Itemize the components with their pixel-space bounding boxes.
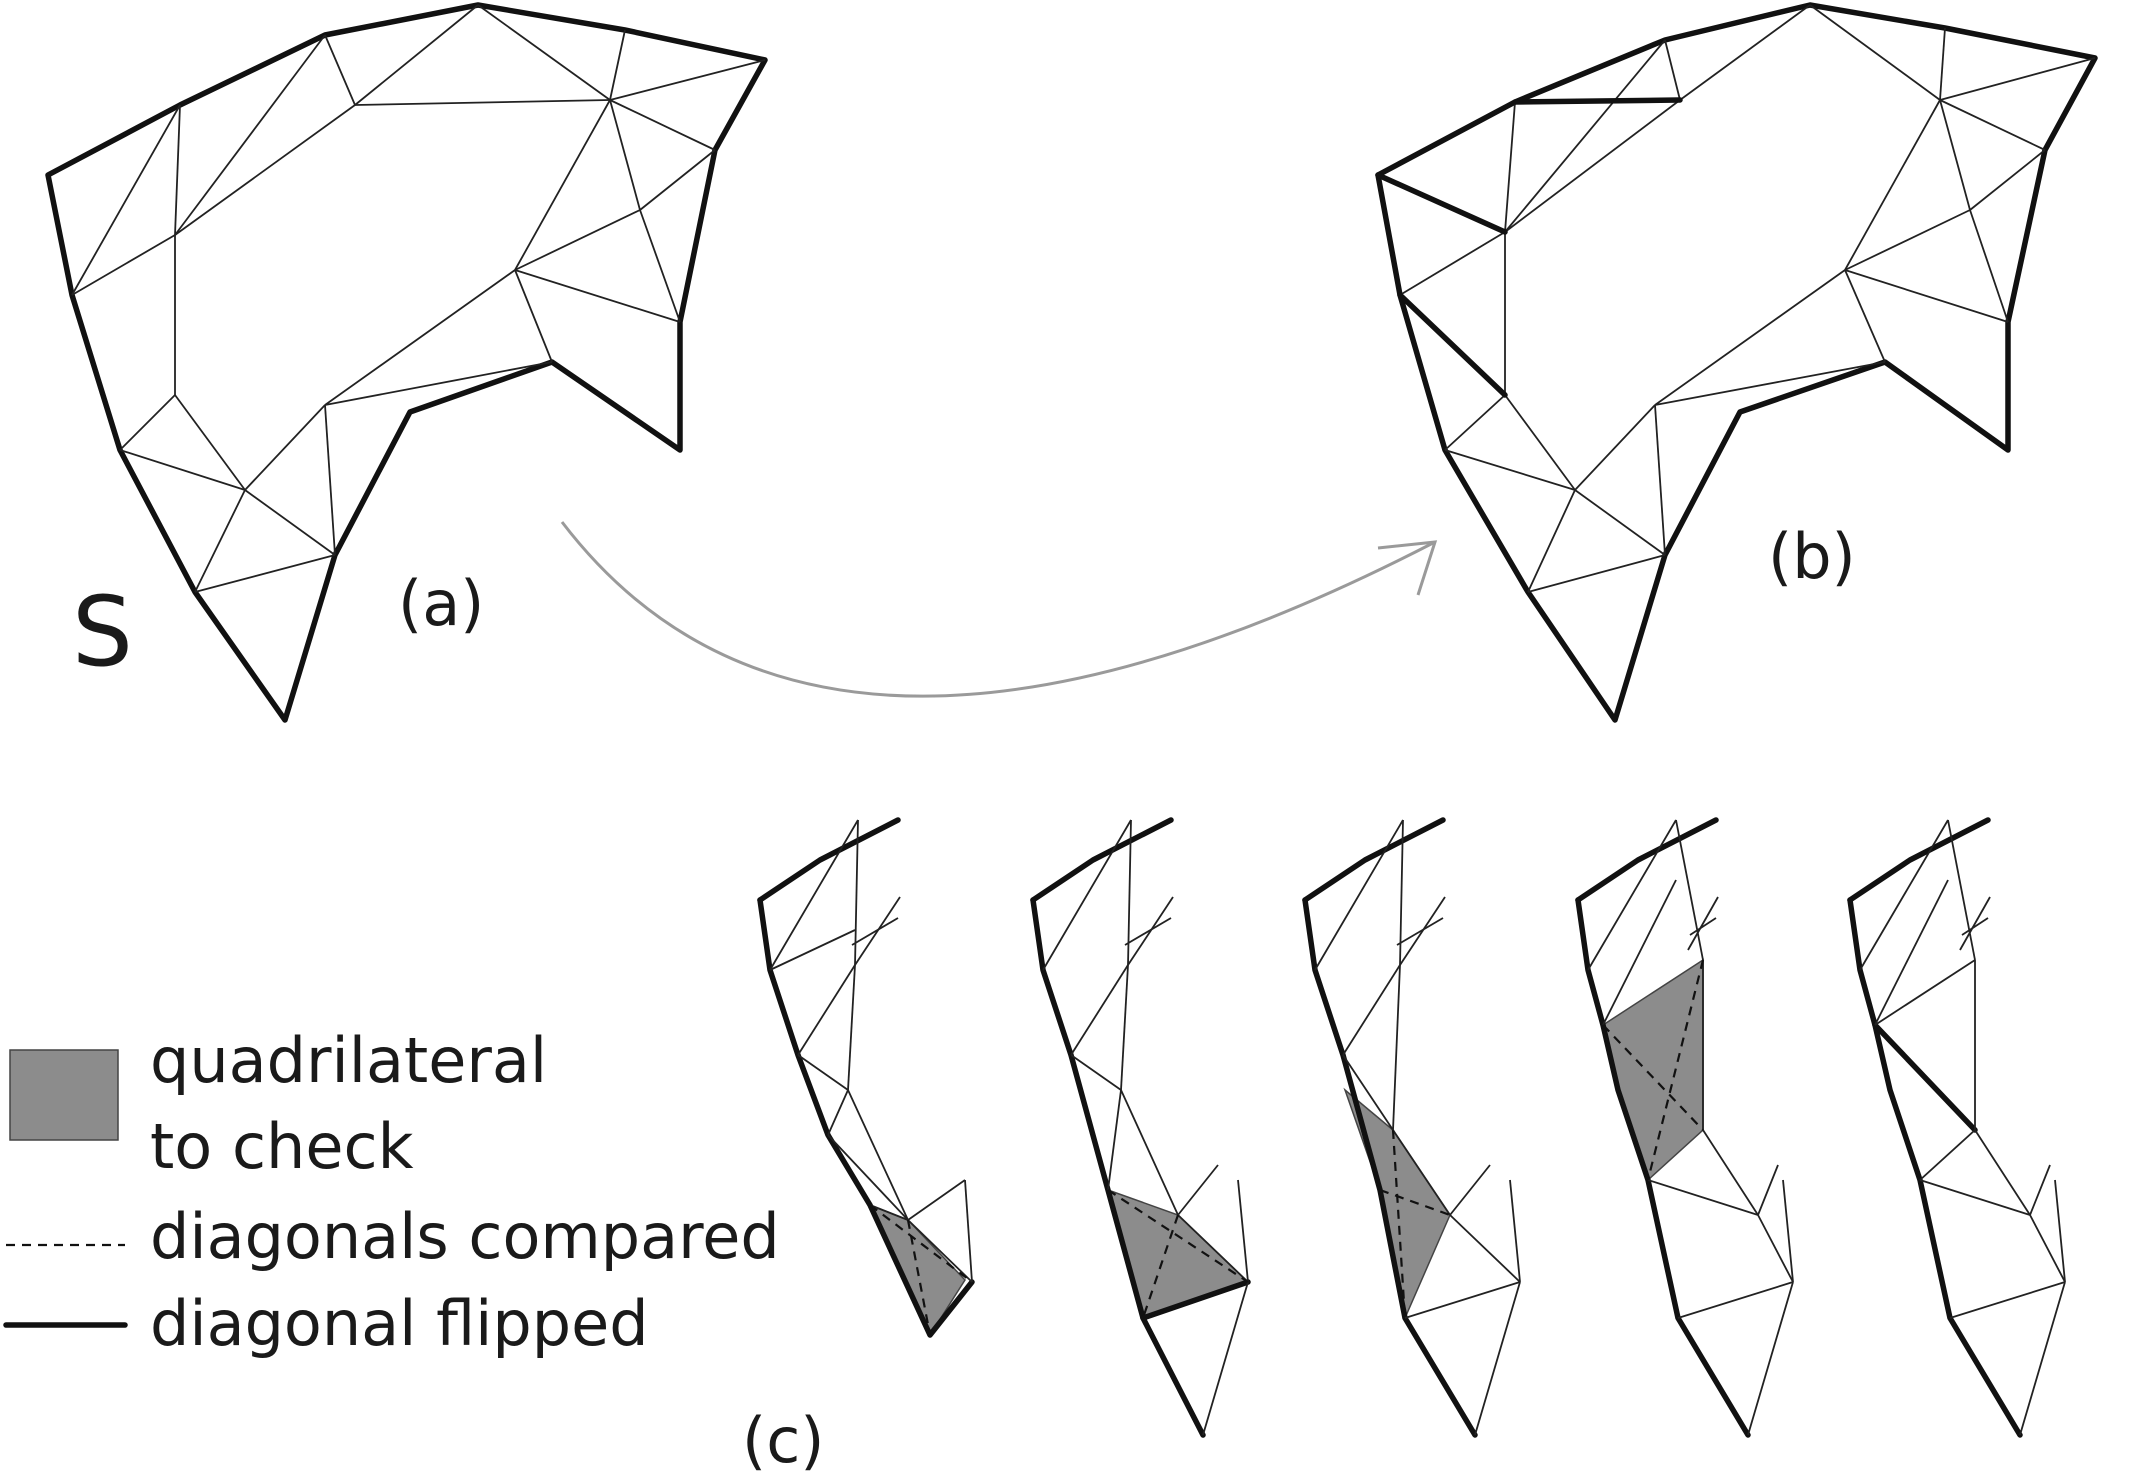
legend-solid-label: diagonal flipped bbox=[150, 1287, 649, 1360]
legend-quadrilateral-label-1: quadrilateral bbox=[150, 1024, 547, 1097]
panel-b-label: (b) bbox=[1768, 520, 1856, 593]
panel-c-label: (c) bbox=[742, 1404, 824, 1475]
compared-diagonals-1 bbox=[869, 1204, 973, 1336]
mesh-b bbox=[1375, 2, 2098, 723]
legend-quadrilateral-swatch bbox=[9, 1049, 119, 1141]
strip-1 bbox=[757, 817, 975, 1338]
compared-diagonals-2 bbox=[1107, 1189, 1249, 1319]
mesh-b-flipped-diagonals bbox=[1375, 97, 1683, 398]
strip-3 bbox=[1302, 817, 1521, 1438]
strip-2 bbox=[1030, 817, 1251, 1438]
compared-diagonals-4 bbox=[1602, 959, 1705, 1181]
compared-diagonals-3 bbox=[1379, 1129, 1451, 1319]
quadrilateral-to-check-2 bbox=[1106, 1188, 1250, 1319]
surface-label: S bbox=[72, 576, 133, 688]
mesh-a-boundary bbox=[45, 2, 768, 723]
legend-quadrilateral-label-2: to check bbox=[150, 1110, 414, 1183]
mesh-b-boundary bbox=[1375, 2, 2098, 723]
strip-5 bbox=[1847, 817, 2066, 1438]
transform-arrow bbox=[560, 521, 1438, 698]
quadrilateral-to-check-4 bbox=[1602, 958, 1704, 1182]
panel-a-label: (a) bbox=[398, 567, 484, 640]
mesh-a-interior-edges bbox=[71, 4, 766, 593]
legend: quadrilateral to check diagonals compare… bbox=[3, 1024, 780, 1360]
flipped-diagonal-5 bbox=[1872, 1022, 1978, 1133]
mesh-a bbox=[45, 2, 768, 723]
mesh-b-interior-edges bbox=[1399, 4, 2096, 593]
strip-4 bbox=[1575, 817, 1794, 1438]
legend-dashed-label: diagonals compared bbox=[150, 1200, 780, 1273]
